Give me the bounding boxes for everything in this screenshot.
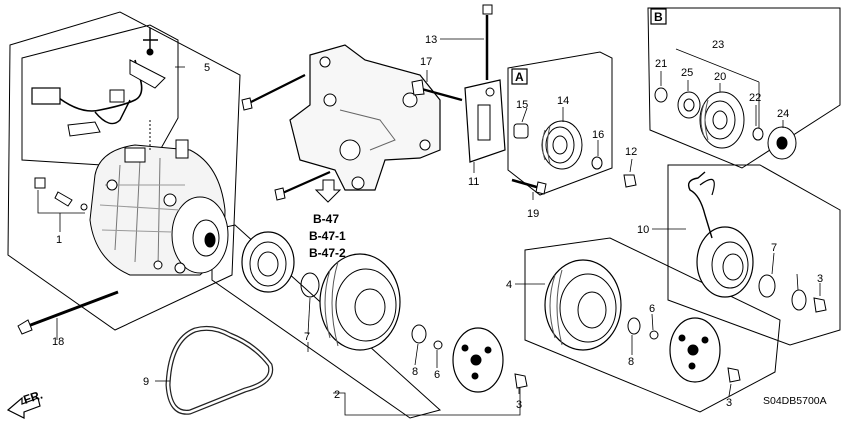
callout-5: 5 xyxy=(204,62,210,74)
front-direction-arrow xyxy=(6,396,41,419)
callout-12: 12 xyxy=(625,146,637,158)
callout-8-pulley: 8 xyxy=(412,366,418,378)
callout-20: 20 xyxy=(714,71,726,83)
callout-1: 1 xyxy=(56,234,62,246)
bolt-19 xyxy=(511,178,547,195)
callout-8-clutch: 8 xyxy=(628,356,634,368)
callout-7-coil: 7 xyxy=(771,242,777,254)
clutch-assembly xyxy=(544,259,741,383)
callout-25: 25 xyxy=(681,67,693,79)
callout-17: 17 xyxy=(420,56,432,68)
reference-b-47-1: B-47-1 xyxy=(309,229,346,243)
compressor-assembly-box xyxy=(7,11,241,331)
svg-text:B: B xyxy=(654,10,663,24)
callout-10: 10 xyxy=(637,224,649,236)
section-b-box xyxy=(647,7,841,169)
callout-23: 23 xyxy=(712,39,724,51)
pulley-group xyxy=(241,231,528,393)
pulley-group-box xyxy=(211,224,442,419)
callout-3-pulley: 3 xyxy=(516,399,522,411)
section-a-parts xyxy=(513,120,637,188)
callout-19: 19 xyxy=(527,208,539,220)
clutch-coil-box xyxy=(667,164,841,346)
callout-numbers: 1 2 3 3 3 4 5 6 6 7 7 8 8 9 10 11 12 13 … xyxy=(52,34,823,411)
callout-4: 4 xyxy=(506,279,512,291)
callout-24: 24 xyxy=(777,108,789,120)
callout-9: 9 xyxy=(143,376,149,388)
clutch-coil xyxy=(687,171,827,313)
svg-text:A: A xyxy=(515,70,524,84)
reference-arrow xyxy=(314,179,342,203)
callout-3-clutch: 3 xyxy=(726,397,732,409)
wire-harness xyxy=(31,28,166,150)
callout-3-coil: 3 xyxy=(817,273,823,285)
callout-22: 22 xyxy=(749,92,761,104)
long-bolt xyxy=(17,290,119,335)
callout-6-pulley: 6 xyxy=(434,369,440,381)
callout-7-pulley: 7 xyxy=(304,331,310,343)
section-label-b: B xyxy=(650,8,667,25)
drive-belt xyxy=(165,325,274,415)
callout-13: 13 xyxy=(425,34,437,46)
section-b-parts xyxy=(654,87,797,160)
reference-b-47: B-47 xyxy=(313,212,339,226)
section-label-a: A xyxy=(511,68,528,85)
front-direction-label: FR. xyxy=(22,388,45,407)
fitting-parts xyxy=(34,177,88,211)
clutch-assembly-box xyxy=(524,237,781,413)
callout-11: 11 xyxy=(468,176,479,188)
callout-21: 21 xyxy=(655,58,667,70)
callout-15: 15 xyxy=(516,99,528,111)
adjust-bolt xyxy=(464,4,506,163)
leader-lines xyxy=(37,38,821,416)
callout-16: 16 xyxy=(592,129,604,141)
bolt-17 xyxy=(411,79,463,102)
callout-14: 14 xyxy=(557,95,569,107)
mounting-bracket xyxy=(241,44,441,201)
section-a-box xyxy=(507,51,613,196)
compressor-body xyxy=(89,139,229,276)
reference-b-47-2: B-47-2 xyxy=(309,246,346,260)
diagram-code: S04DB5700A xyxy=(763,395,827,407)
callout-6-clutch: 6 xyxy=(649,303,655,315)
callout-18: 18 xyxy=(52,336,64,348)
harness-detail-box xyxy=(21,24,179,169)
callout-2: 2 xyxy=(334,389,340,401)
reference-labels: B-47 B-47-1 B-47-2 xyxy=(309,212,346,260)
